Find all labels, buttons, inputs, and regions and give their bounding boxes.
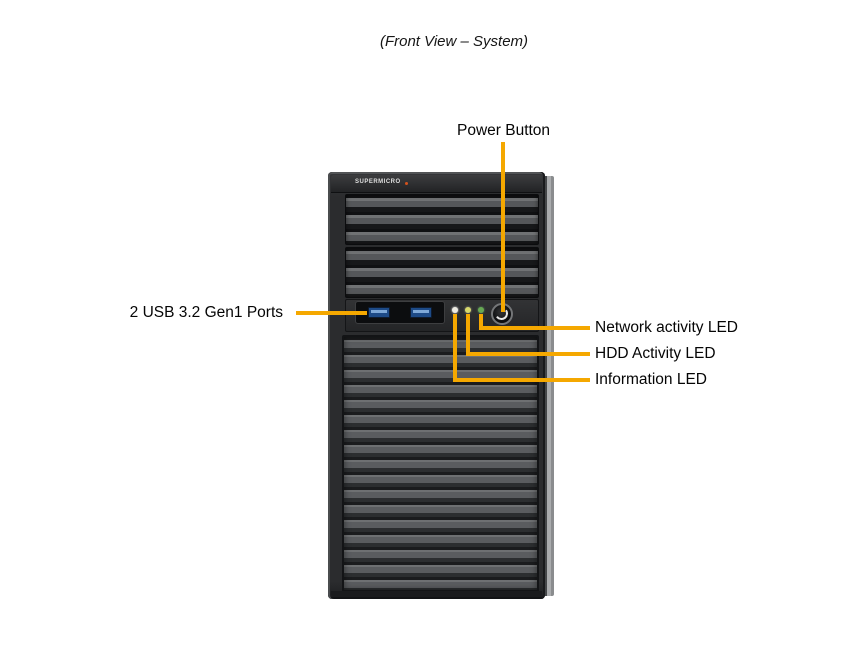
power-button-callout-line (501, 142, 505, 312)
front-control-panel (345, 299, 539, 332)
hdd-activity-led (465, 307, 471, 313)
drive-bay-cover-2 (345, 247, 539, 298)
chassis-base (331, 591, 542, 597)
usb-port-recess (355, 301, 445, 324)
server-tower-front: SUPERMICRO (328, 172, 545, 599)
front-vent-grille (342, 335, 539, 592)
callout-label-information-led: Information LED (595, 371, 707, 388)
callout-label-hdd-led: HDD Activity LED (595, 345, 716, 362)
callout-label-power-button: Power Button (457, 122, 551, 139)
brand-logo: SUPERMICRO (355, 179, 401, 185)
figure-title: (Front View – System) (379, 33, 529, 50)
chassis-top-band: SUPERMICRO (331, 175, 542, 193)
usb-port-1 (368, 307, 390, 318)
information-led (452, 307, 458, 313)
usb-ports-callout-line (296, 311, 367, 315)
network-led-callout-line-horizontal (479, 326, 590, 330)
drive-bay-cover-1 (345, 194, 539, 245)
callout-label-usb-ports: 2 USB 3.2 Gen1 Ports (129, 304, 283, 321)
hdd-led-callout-line-vertical (466, 314, 470, 356)
network-led-callout-line-vertical (479, 314, 483, 330)
information-led-callout-line-horizontal (453, 378, 590, 382)
hdd-led-callout-line-horizontal (466, 352, 590, 356)
network-activity-led (478, 307, 484, 313)
side-panel-edge (545, 176, 554, 596)
brand-logo-accent (405, 182, 408, 185)
usb-port-2 (410, 307, 432, 318)
callout-label-network-led: Network activity LED (595, 319, 738, 336)
information-led-callout-line-vertical (453, 314, 457, 382)
